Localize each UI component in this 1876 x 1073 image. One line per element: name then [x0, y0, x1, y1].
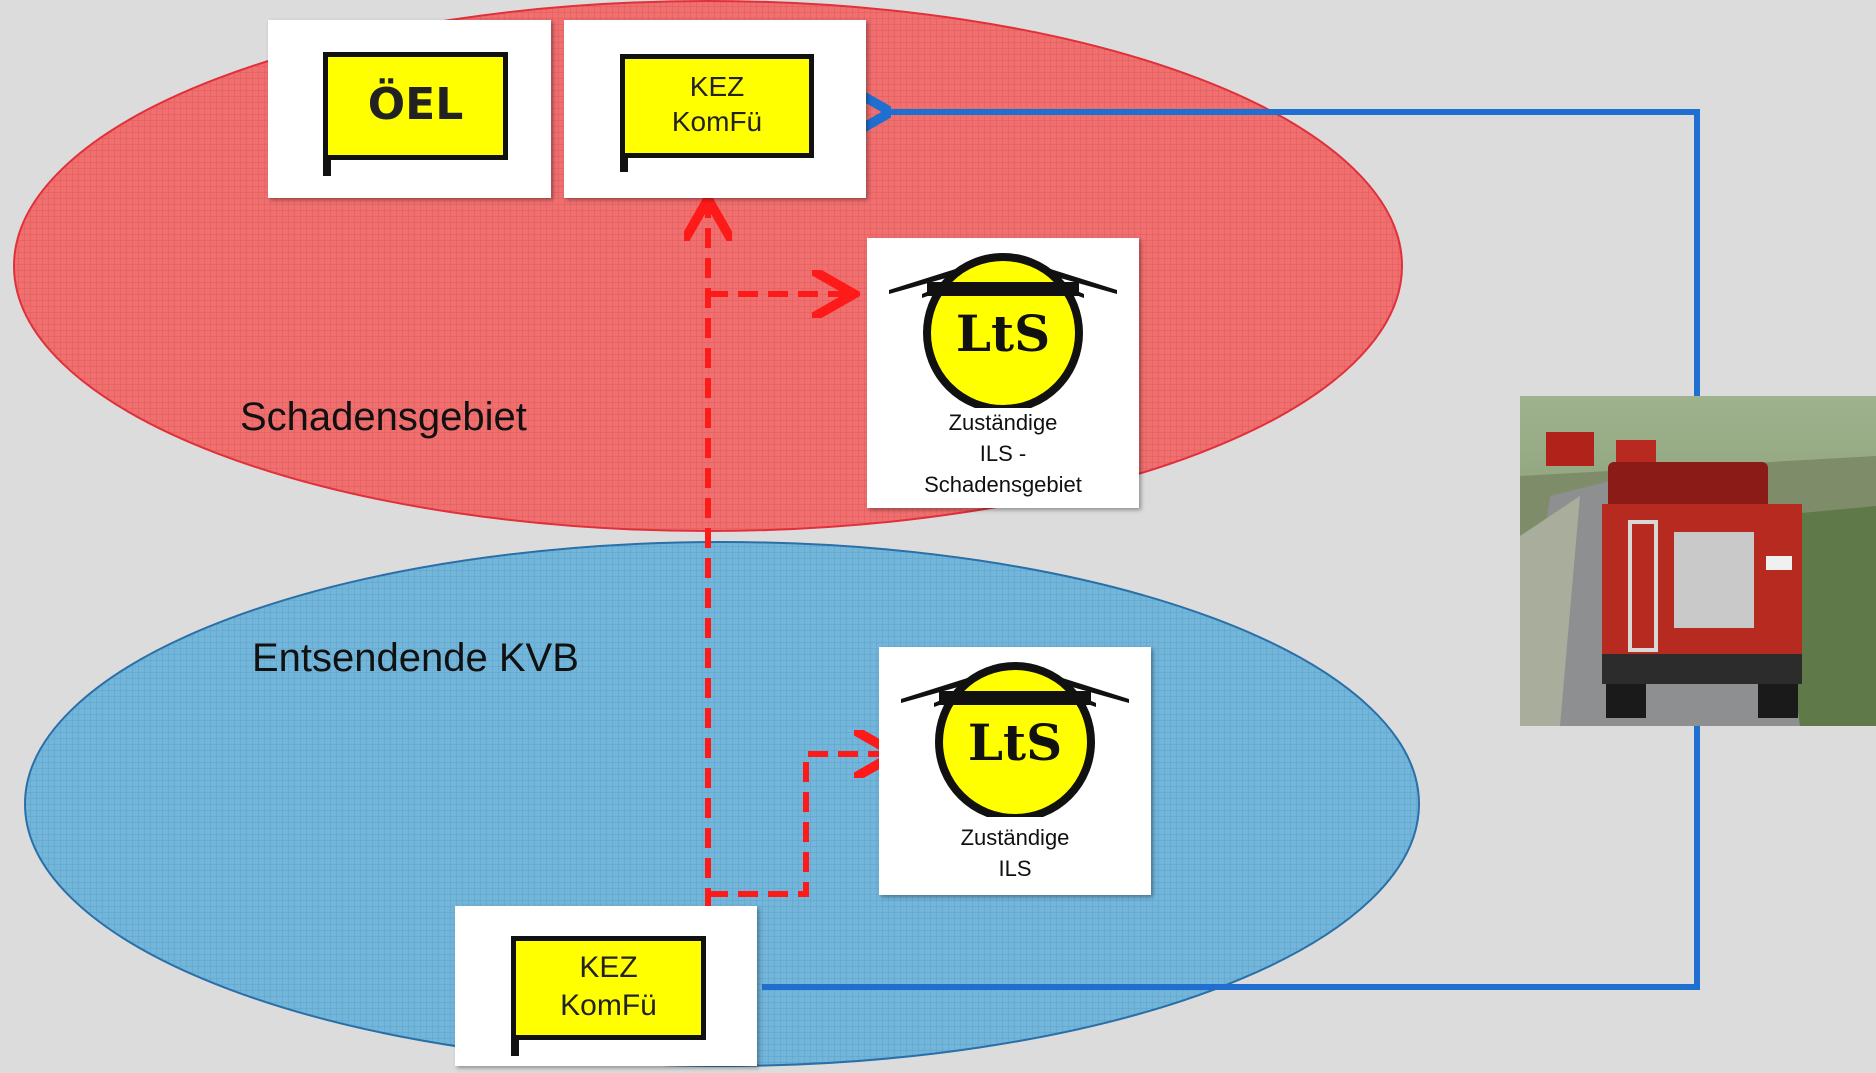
lts-top-logo-text: LtS [956, 304, 1050, 363]
lts-home-card: LtS Zuständige ILS [879, 647, 1151, 895]
kez-bottom-line1: KEZ [579, 951, 638, 984]
lts-home-caption-line1: Zuständige [960, 825, 1070, 850]
kez-bottom-card: KEZ KomFü [455, 906, 757, 1066]
oel-flag-label: ÖEL [367, 79, 464, 130]
lts-damage-caption-line2: ILS - [979, 440, 1027, 466]
fire-truck-photo [1520, 396, 1876, 726]
damage-area-label: Schadensgebiet [240, 395, 527, 439]
lts-bottom-logo-text: LtS [968, 713, 1062, 772]
kez-bottom-line2: KomFü [560, 988, 657, 1022]
kez-bottom-flag: KEZ KomFü [511, 936, 706, 1040]
sending-area-label: Entsendende KVB [252, 636, 579, 680]
report-arrow-home-ils [708, 754, 890, 897]
lts-home-caption: Zuständige ILS [879, 823, 1151, 885]
lts-damage-caption: Zuständige ILS - Schadensgebiet [867, 408, 1139, 500]
lts-home-caption-line2: ILS [998, 855, 1032, 881]
lts-damage-card: LtS Zuständige ILS - Schadensgebiet [867, 238, 1139, 508]
kez-top-line2: KomFü [671, 106, 763, 137]
oel-card: ÖEL [268, 20, 551, 198]
kez-top-flag: KEZ KomFü [620, 54, 814, 158]
lts-roof-logo-icon: LtS [901, 662, 1129, 817]
fire-truck-icon [1520, 396, 1876, 726]
kez-top-line1: KEZ [689, 71, 745, 102]
lts-damage-caption-line3: Schadensgebiet [924, 471, 1082, 497]
lts-damage-caption-line1: Zuständige [948, 410, 1058, 435]
oel-flag: ÖEL [323, 52, 508, 160]
kez-top-card: KEZ KomFü [564, 20, 866, 198]
lts-roof-logo-icon: LtS [889, 253, 1117, 408]
